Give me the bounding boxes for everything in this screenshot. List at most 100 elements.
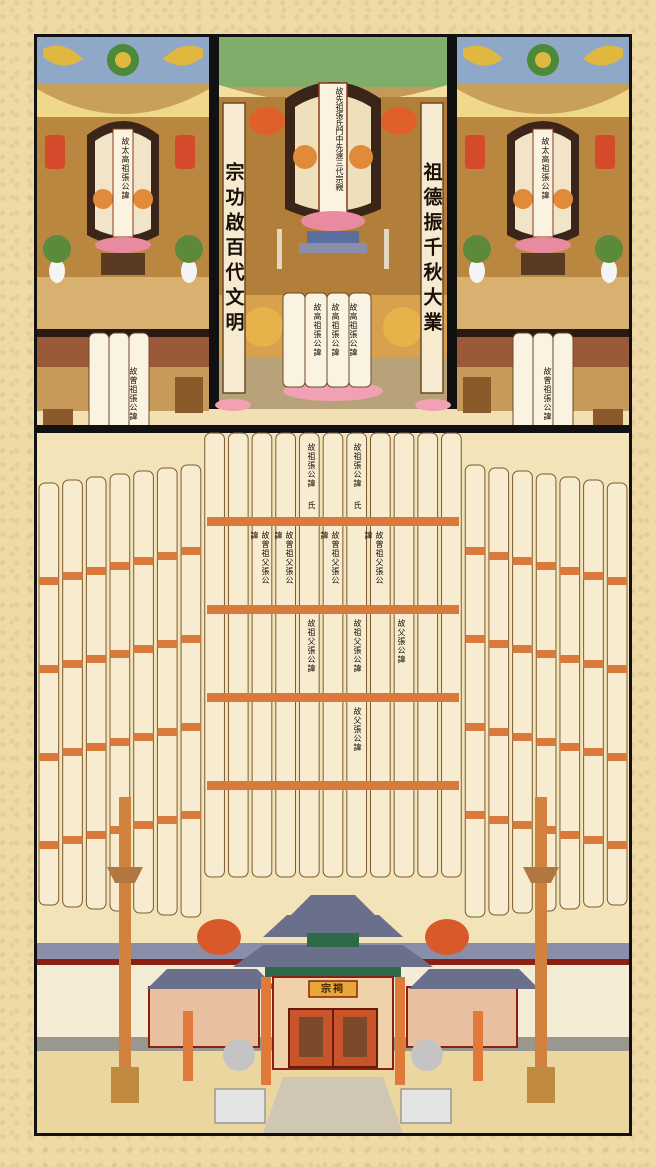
wall-band xyxy=(465,635,485,643)
wall-band xyxy=(181,635,201,643)
wall-tablet xyxy=(442,433,462,877)
wall-band xyxy=(181,547,201,555)
right-couplet: 祖德振千秋大業 xyxy=(421,109,443,389)
wall-band xyxy=(86,743,106,751)
wall-band xyxy=(207,781,459,790)
wall-tablet-zufu-1: 故曾祖父張公諱 xyxy=(257,531,271,587)
wall-band xyxy=(489,640,509,648)
wall-tablet xyxy=(513,471,533,913)
wall-band xyxy=(513,733,533,741)
wall-band xyxy=(181,723,201,731)
wall-band xyxy=(560,655,580,663)
wall-tablet-zu-1: 故祖張公諱 xyxy=(303,443,317,499)
wall-tablet xyxy=(418,433,438,877)
center-upper-tablet-2: 故高祖張公諱 xyxy=(327,303,341,363)
wall-tablet-zufu2-2: 故祖父張公諱 xyxy=(349,619,363,675)
wall-band xyxy=(536,738,556,746)
wall-tablet xyxy=(465,465,485,917)
wall-band xyxy=(536,562,556,570)
wall-tablet xyxy=(157,468,177,915)
wall-band xyxy=(584,572,604,580)
wall-tablet-fu-1: 故父張公諱 xyxy=(393,619,407,669)
wall-band xyxy=(63,748,83,756)
wall-tablet xyxy=(371,433,391,877)
wall-band xyxy=(63,572,83,580)
wall-band xyxy=(181,811,201,819)
side-upper-tablet-right: 故曾祖張公諱 xyxy=(539,367,553,437)
wall-band xyxy=(607,665,627,673)
wall-tablet-zufu2-1: 故祖父張公諱 xyxy=(303,619,317,675)
wall-band xyxy=(207,693,459,702)
wall-band xyxy=(63,836,83,844)
wall-band xyxy=(134,557,154,565)
wall-band xyxy=(86,831,106,839)
wall-band xyxy=(110,738,130,746)
wall-tablet xyxy=(181,465,201,917)
left-couplet: 宗功啟百代文明 xyxy=(223,109,245,389)
wall-tablet xyxy=(205,433,225,877)
wall-band xyxy=(157,640,177,648)
wall-tablet xyxy=(228,433,248,877)
wall-band xyxy=(157,816,177,824)
wall-band xyxy=(536,650,556,658)
wall-band xyxy=(513,557,533,565)
center-upper-tablet xyxy=(283,293,305,387)
wall-band xyxy=(207,517,459,526)
wall-band xyxy=(607,841,627,849)
wall-band xyxy=(157,728,177,736)
wall-tablet-shi-1: 氏 xyxy=(303,501,317,515)
center-upper-tablet-3: 故高祖張公諱 xyxy=(345,303,359,363)
wall-tablet xyxy=(276,433,296,877)
wall-band xyxy=(207,605,459,614)
wall-band xyxy=(607,753,627,761)
left-shrine-tablet-text: 故太高祖張公諱 xyxy=(115,137,131,227)
gate-sign-text: 宗祠 xyxy=(309,983,357,997)
wall-band xyxy=(39,841,59,849)
wall-band xyxy=(39,753,59,761)
wall-band xyxy=(134,645,154,653)
wall-tablet xyxy=(86,477,106,909)
wall-band xyxy=(465,811,485,819)
poster-frame: 宗功啟百代文明 祖德振千秋大業 故先祖張氏門中先遠三代宗親 故太高祖張公諱 故太… xyxy=(34,34,632,1136)
wall-band xyxy=(560,831,580,839)
wall-tablet-zufu-4: 故曾祖父張公諱 xyxy=(371,531,385,587)
wall-tablet xyxy=(323,433,343,877)
wall-band xyxy=(39,665,59,673)
wall-band xyxy=(465,547,485,555)
wall-band xyxy=(110,562,130,570)
wall-band xyxy=(110,650,130,658)
wall-band xyxy=(560,743,580,751)
wall-tablet-zufu-2: 故曾祖父張公諱 xyxy=(281,531,295,587)
wall-band xyxy=(465,723,485,731)
wall-band xyxy=(607,577,627,585)
wall-band xyxy=(584,836,604,844)
wall-band xyxy=(157,552,177,560)
wall-tablet xyxy=(252,433,272,877)
wall-band xyxy=(86,567,106,575)
wall-tablet xyxy=(489,468,509,915)
wall-tablet-zu-2: 故祖張公諱 xyxy=(349,443,363,499)
wall-tablet-fu-2: 故父張公諱 xyxy=(349,707,363,757)
side-upper-tablet-left: 故曾祖張公諱 xyxy=(125,367,139,437)
wall-band xyxy=(134,733,154,741)
wall-band xyxy=(513,821,533,829)
center-upper-tablet-1: 故高祖張公諱 xyxy=(309,303,323,363)
wall-tablet-zufu-3: 故曾祖父張公諱 xyxy=(327,531,341,587)
wall-band xyxy=(560,567,580,575)
wall-band xyxy=(134,821,154,829)
wall-tablet-shi-2: 氏 xyxy=(349,501,363,515)
right-shrine-tablet-text: 故太高祖張公諱 xyxy=(535,137,551,227)
wall-band xyxy=(489,816,509,824)
wall-band xyxy=(489,552,509,560)
wall-tablet xyxy=(560,477,580,909)
wall-band xyxy=(584,660,604,668)
center-shrine-tablet-text: 故先祖張氏門中先遠三代宗親 xyxy=(321,87,345,211)
wall-band xyxy=(39,577,59,585)
wall-tablet xyxy=(134,471,154,913)
wall-band xyxy=(513,645,533,653)
wall-band xyxy=(489,728,509,736)
wall-band xyxy=(63,660,83,668)
wall-band xyxy=(584,748,604,756)
wall-band xyxy=(86,655,106,663)
